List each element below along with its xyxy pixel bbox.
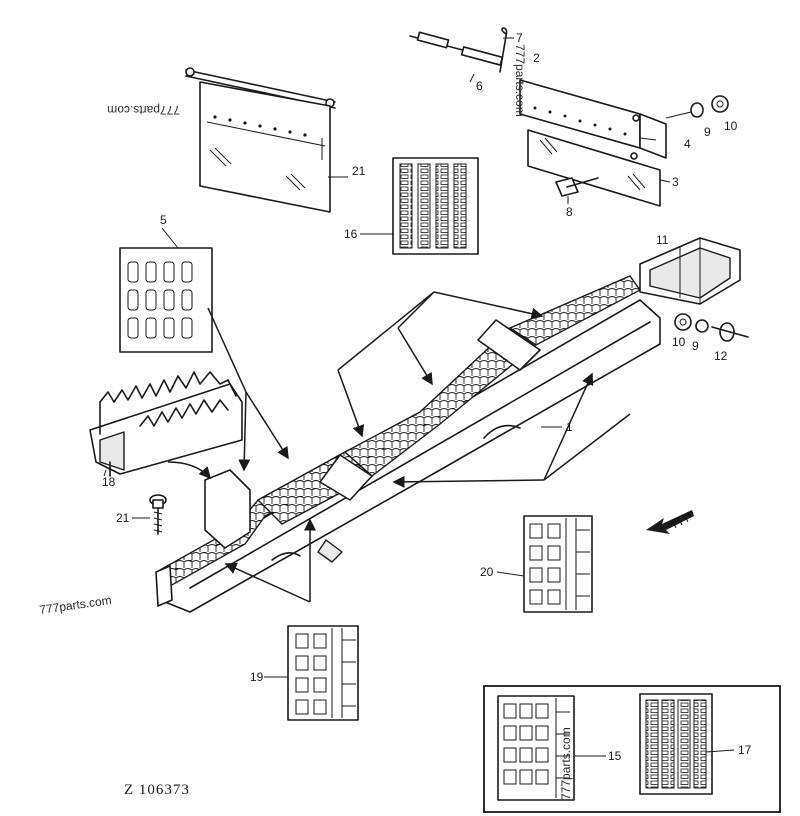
callout-15: 15 <box>608 749 622 763</box>
callout-labels: 21 16 5 7 2 6 4 3 8 9 10 11 10 9 12 1 18… <box>102 31 752 763</box>
callout-6: 6 <box>476 79 483 93</box>
top-right-flap-assembly <box>409 27 729 207</box>
callout-17: 17 <box>738 743 752 757</box>
callout-10-lower: 10 <box>672 335 686 349</box>
callout-4: 4 <box>684 137 691 151</box>
callout-5: 5 <box>160 213 167 227</box>
part-20-grid <box>523 515 593 613</box>
callout-21-lower: 21 <box>116 511 130 525</box>
part-1-straw-walker <box>155 275 661 613</box>
direction-arrow <box>646 510 694 534</box>
callout-9-lower: 9 <box>692 339 699 353</box>
leader-lines <box>103 37 735 757</box>
watermark: 777parts.com <box>107 103 180 117</box>
part-16-grid <box>392 157 479 255</box>
part-18-end-bracket <box>89 371 243 477</box>
watermark: 777parts.com <box>559 727 573 800</box>
part-11-end-bracket <box>639 237 741 305</box>
callout-10-upper: 10 <box>724 119 738 133</box>
callout-12: 12 <box>714 349 728 363</box>
callout-19: 19 <box>250 670 264 684</box>
callout-1: 1 <box>566 420 573 434</box>
part-5-grid <box>119 247 213 353</box>
part-21-bolt <box>149 494 167 535</box>
inset-box <box>483 685 781 813</box>
callout-21-upper: 21 <box>352 164 366 178</box>
callout-2: 2 <box>533 51 540 65</box>
watermark: 777parts.com <box>38 593 112 617</box>
part-15-grid <box>497 695 575 801</box>
drawing-code: Z 106373 <box>124 782 190 798</box>
callout-3: 3 <box>672 175 679 189</box>
callout-18: 18 <box>102 475 116 489</box>
callout-20: 20 <box>480 565 494 579</box>
right-bolt-set <box>674 313 749 342</box>
callout-16: 16 <box>344 227 358 241</box>
callout-7: 7 <box>516 31 523 45</box>
callout-9-upper: 9 <box>704 125 711 139</box>
callout-8: 8 <box>566 205 573 219</box>
pointer-arrows <box>167 291 631 603</box>
watermark: 777parts.com <box>513 44 527 117</box>
part-17-grid <box>639 693 713 795</box>
callout-11: 11 <box>656 233 669 247</box>
part-21-hinged-flap <box>185 67 336 213</box>
part-19-grid <box>287 625 359 721</box>
